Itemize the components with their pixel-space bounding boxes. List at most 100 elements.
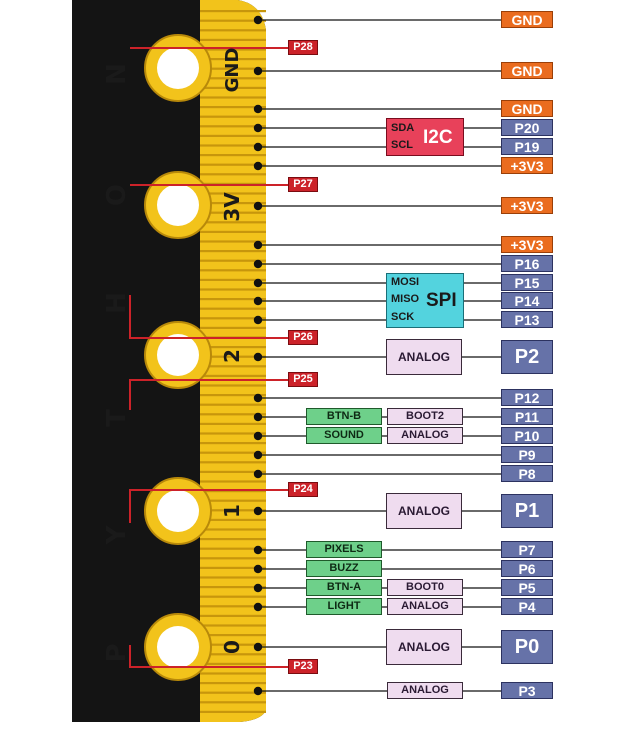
pin-dot (253, 278, 263, 288)
pin-dot (253, 123, 263, 133)
red-callout-wire (129, 379, 288, 410)
edge-finger (200, 67, 266, 70)
pin-dot (253, 201, 263, 211)
board-letter-t: T (102, 409, 132, 427)
gold-edge-strip (200, 0, 266, 722)
edge-finger (200, 298, 266, 301)
pin-p13: P13 (501, 311, 553, 328)
pad-label-3v: 3V (220, 192, 244, 222)
spi-miso-label: MISO (391, 293, 420, 305)
pin-dot (253, 161, 263, 171)
red-tag-p25: P25 (288, 372, 318, 387)
pin-p20: P20 (501, 119, 553, 136)
func-analog-p10: ANALOG (387, 427, 463, 444)
pin-dot (253, 412, 263, 422)
func-boot2: BOOT2 (387, 408, 463, 425)
edge-finger (200, 182, 266, 185)
edge-finger (200, 643, 266, 646)
edge-finger (200, 470, 266, 473)
func-analog-p4: ANALOG (387, 598, 463, 615)
edge-finger (200, 413, 266, 416)
edge-finger (200, 259, 266, 262)
pin-gnd-2: GND (501, 62, 553, 79)
edge-finger (200, 240, 266, 243)
pin-dot (253, 602, 263, 612)
edge-finger (200, 58, 266, 61)
edge-finger (200, 38, 266, 41)
board-letter-o: O (102, 183, 132, 207)
pin-dot (253, 469, 263, 479)
i2c-bus-box (386, 118, 464, 156)
edge-finger (200, 595, 266, 598)
pin-dot (253, 104, 263, 114)
edge-finger (200, 547, 266, 550)
pin-dot (253, 296, 263, 306)
edge-finger (200, 432, 266, 435)
edge-finger (200, 422, 266, 425)
edge-finger (200, 173, 266, 176)
red-tag-p28: P28 (288, 40, 318, 55)
edge-finger (200, 326, 266, 329)
edge-finger (200, 662, 266, 665)
edge-finger (200, 374, 266, 377)
pin-dot (253, 393, 263, 403)
pin-dot (253, 352, 263, 362)
red-tag-p26: P26 (288, 330, 318, 345)
red-callout-wire (129, 489, 288, 523)
pin-p16: P16 (501, 255, 553, 272)
edge-finger (200, 96, 266, 99)
spi-bus-box (386, 273, 464, 328)
func-analog-p2: ANALOG (386, 339, 462, 375)
edge-finger (200, 211, 266, 214)
func-boot0: BOOT0 (387, 579, 463, 596)
func-analog-p3: ANALOG (387, 682, 463, 699)
edge-finger (200, 355, 266, 358)
edge-finger (200, 509, 266, 512)
pin-dot (253, 66, 263, 76)
pin-dot (253, 564, 263, 574)
spi-mosi-label: MOSI (391, 276, 420, 288)
func-light: LIGHT (306, 598, 382, 615)
spi-sck-label: SCK (391, 311, 415, 323)
pad-label-gnd: GND (221, 47, 243, 93)
board-letter-p: P (102, 643, 132, 663)
pin-gnd-3: GND (501, 100, 553, 117)
edge-finger (200, 134, 266, 137)
pin-dot (253, 15, 263, 25)
pad-hole (157, 184, 199, 226)
pad-label-1: 1 (220, 504, 244, 518)
func-buzz: BUZZ (306, 560, 382, 577)
edge-finger (200, 701, 266, 704)
red-tag-p27: P27 (288, 177, 318, 192)
pin-dot (253, 583, 263, 593)
edge-finger (200, 499, 266, 502)
edge-finger (200, 269, 266, 272)
pin-p2: P2 (501, 340, 553, 374)
edge-finger (200, 230, 266, 233)
i2c-sda-label: SDA (391, 122, 415, 134)
edge-finger (200, 586, 266, 589)
red-callout-wire (129, 645, 288, 668)
edge-finger (200, 451, 266, 454)
edge-finger (200, 125, 266, 128)
pin-p5: P5 (501, 579, 553, 596)
pin-dot (253, 142, 263, 152)
func-btn-a: BTN-A (306, 579, 382, 596)
red-callout-wires (129, 47, 288, 668)
pin-p8: P8 (501, 465, 553, 482)
pin-p9: P9 (501, 446, 553, 463)
edge-finger (200, 154, 266, 157)
pad-label-0: 0 (220, 640, 244, 654)
edge-finger (200, 346, 266, 349)
pad-label-2: 2 (220, 349, 244, 363)
edge-finger (200, 317, 266, 320)
edge-finger (200, 288, 266, 291)
func-analog-p0: ANALOG (386, 629, 462, 665)
pin-p6: P6 (501, 560, 553, 577)
func-pixels: PIXELS (306, 541, 382, 558)
pin-p11: P11 (501, 408, 553, 425)
pin-dot (253, 259, 263, 269)
edge-finger (200, 29, 266, 32)
pin-dot (253, 545, 263, 555)
